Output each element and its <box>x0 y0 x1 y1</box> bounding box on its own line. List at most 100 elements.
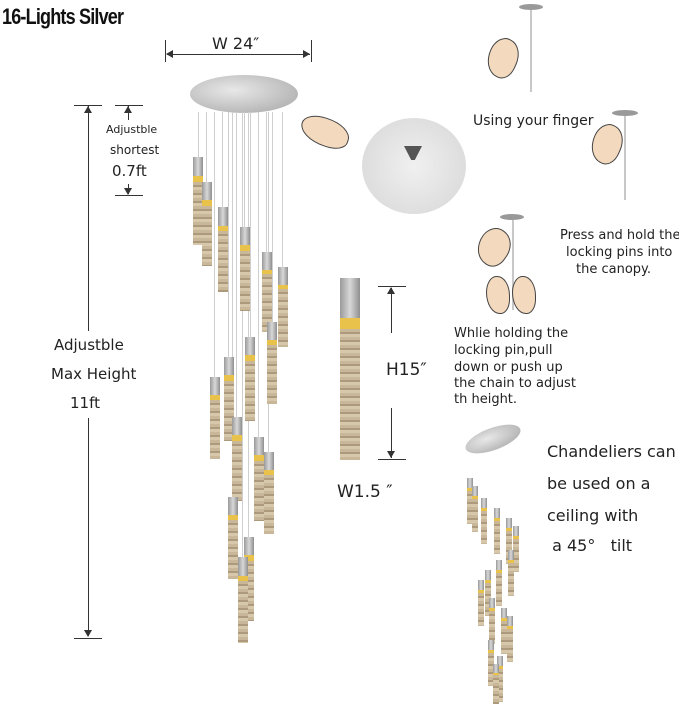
wire <box>266 112 267 252</box>
pendant-light <box>494 508 500 554</box>
width-dim-line <box>167 54 310 55</box>
pendant-light <box>481 498 487 544</box>
short-dim-bottom-tick <box>115 195 143 196</box>
pendant-light <box>472 486 478 532</box>
wire <box>214 112 215 377</box>
max-label-line2: Max Height <box>51 365 137 383</box>
shortest-label-line2: shortest <box>110 143 160 157</box>
pendant-light <box>262 252 272 332</box>
width-label: W 24″ <box>212 34 260 53</box>
pendant-light <box>485 570 491 616</box>
step2-line3: the canopy. <box>576 262 651 277</box>
wire <box>258 112 259 437</box>
shortest-label-line1: Adjustble <box>106 123 158 136</box>
finger-illustration <box>296 110 354 154</box>
step2-line1: Press and hold the <box>560 228 679 243</box>
wire <box>272 112 273 322</box>
arrow-down-icon <box>387 451 395 458</box>
pendant-light <box>202 182 212 266</box>
pendant-light <box>478 580 484 626</box>
pendant-height-label: H15″ <box>386 360 427 380</box>
pendant-light <box>244 537 254 621</box>
arrow-right-icon <box>303 50 310 58</box>
arrow-down-icon <box>84 630 92 637</box>
tilt-line3: ceiling with <box>547 506 639 525</box>
chain-icon <box>512 220 514 310</box>
step3-line1: Whlie holding the <box>454 326 569 341</box>
pendant-dim-line-bottom <box>391 408 392 458</box>
wire <box>222 112 223 207</box>
wire <box>206 112 207 182</box>
single-pendant-detail <box>340 278 360 460</box>
arrow-up-icon <box>387 287 395 294</box>
pendant-light <box>238 557 248 643</box>
max-dim-bottom-tick <box>74 638 102 639</box>
pendant-light <box>264 452 274 534</box>
wire <box>244 112 245 227</box>
wire <box>248 112 249 537</box>
pendant-dim-line-top <box>391 288 392 333</box>
pendant-light <box>267 322 277 404</box>
pendant-light <box>232 417 242 501</box>
max-dim-line-top <box>88 106 89 331</box>
step3-line2: locking pin,pull <box>454 343 553 358</box>
chain-icon <box>624 116 626 200</box>
tilt-line1: Chandeliers can <box>547 442 676 461</box>
short-dim-top-line <box>128 106 129 120</box>
pendant-light <box>488 640 494 686</box>
tilt-line4: a 45° tilt <box>547 536 633 555</box>
pendant-light <box>224 357 234 441</box>
chain-icon <box>530 10 532 92</box>
max-label-line1: Adjustble <box>54 336 124 354</box>
pendant-light <box>513 526 519 572</box>
wire <box>282 112 283 267</box>
max-value: 11ft <box>70 394 100 412</box>
pendant-light <box>254 437 264 521</box>
finger-illustration <box>469 222 519 272</box>
max-dim-top-tick <box>74 105 102 106</box>
canopy-small-icon <box>519 4 543 10</box>
pendant-width-label: W1.5 ″ <box>337 482 393 502</box>
canopy <box>190 75 298 113</box>
canopy-small-icon <box>500 214 524 220</box>
lock-pin-icon <box>404 146 422 160</box>
pendant-light <box>506 518 512 564</box>
step3-line5: th height. <box>454 392 518 407</box>
pendant-light <box>218 207 228 292</box>
wire <box>228 112 229 357</box>
pendant-light <box>489 598 495 644</box>
step3-line3: down or push up <box>454 360 563 375</box>
pendant-light <box>496 560 502 606</box>
finger-illustration <box>480 33 526 83</box>
arrow-left-icon <box>166 50 173 58</box>
pendant-light <box>497 656 503 702</box>
wire <box>236 112 237 417</box>
pendant-light <box>245 337 255 421</box>
max-dim-line-bottom <box>88 418 89 636</box>
short-dim-top-tick <box>115 105 143 106</box>
arrow-up-icon <box>84 106 92 113</box>
pendant-light <box>501 608 507 654</box>
canopy-small-icon <box>612 110 638 116</box>
pendant-light <box>228 497 238 579</box>
width-dim-right-tick <box>311 40 312 62</box>
wire <box>198 112 199 157</box>
arrow-up-icon <box>124 106 132 113</box>
pendant-light <box>507 616 513 662</box>
step2-line2: locking pins into <box>566 245 673 260</box>
pendant-light <box>240 227 250 311</box>
pendant-light <box>210 377 220 459</box>
wire <box>250 112 251 337</box>
pendant-light <box>493 664 499 704</box>
wire <box>242 112 243 557</box>
tilt-line2: be used on a <box>547 474 651 493</box>
shortest-value: 0.7ft <box>112 162 147 180</box>
pendant-light <box>467 478 473 524</box>
step1-text: Using your finger <box>473 113 594 129</box>
lock-pin-detail-circle <box>362 118 466 214</box>
pendant-light <box>278 267 288 347</box>
product-title: 16-Lights Silver <box>2 4 124 29</box>
arrow-down-icon <box>124 188 132 195</box>
step3-line4: the chain to adjust <box>454 376 576 391</box>
pendant-light <box>193 157 203 245</box>
